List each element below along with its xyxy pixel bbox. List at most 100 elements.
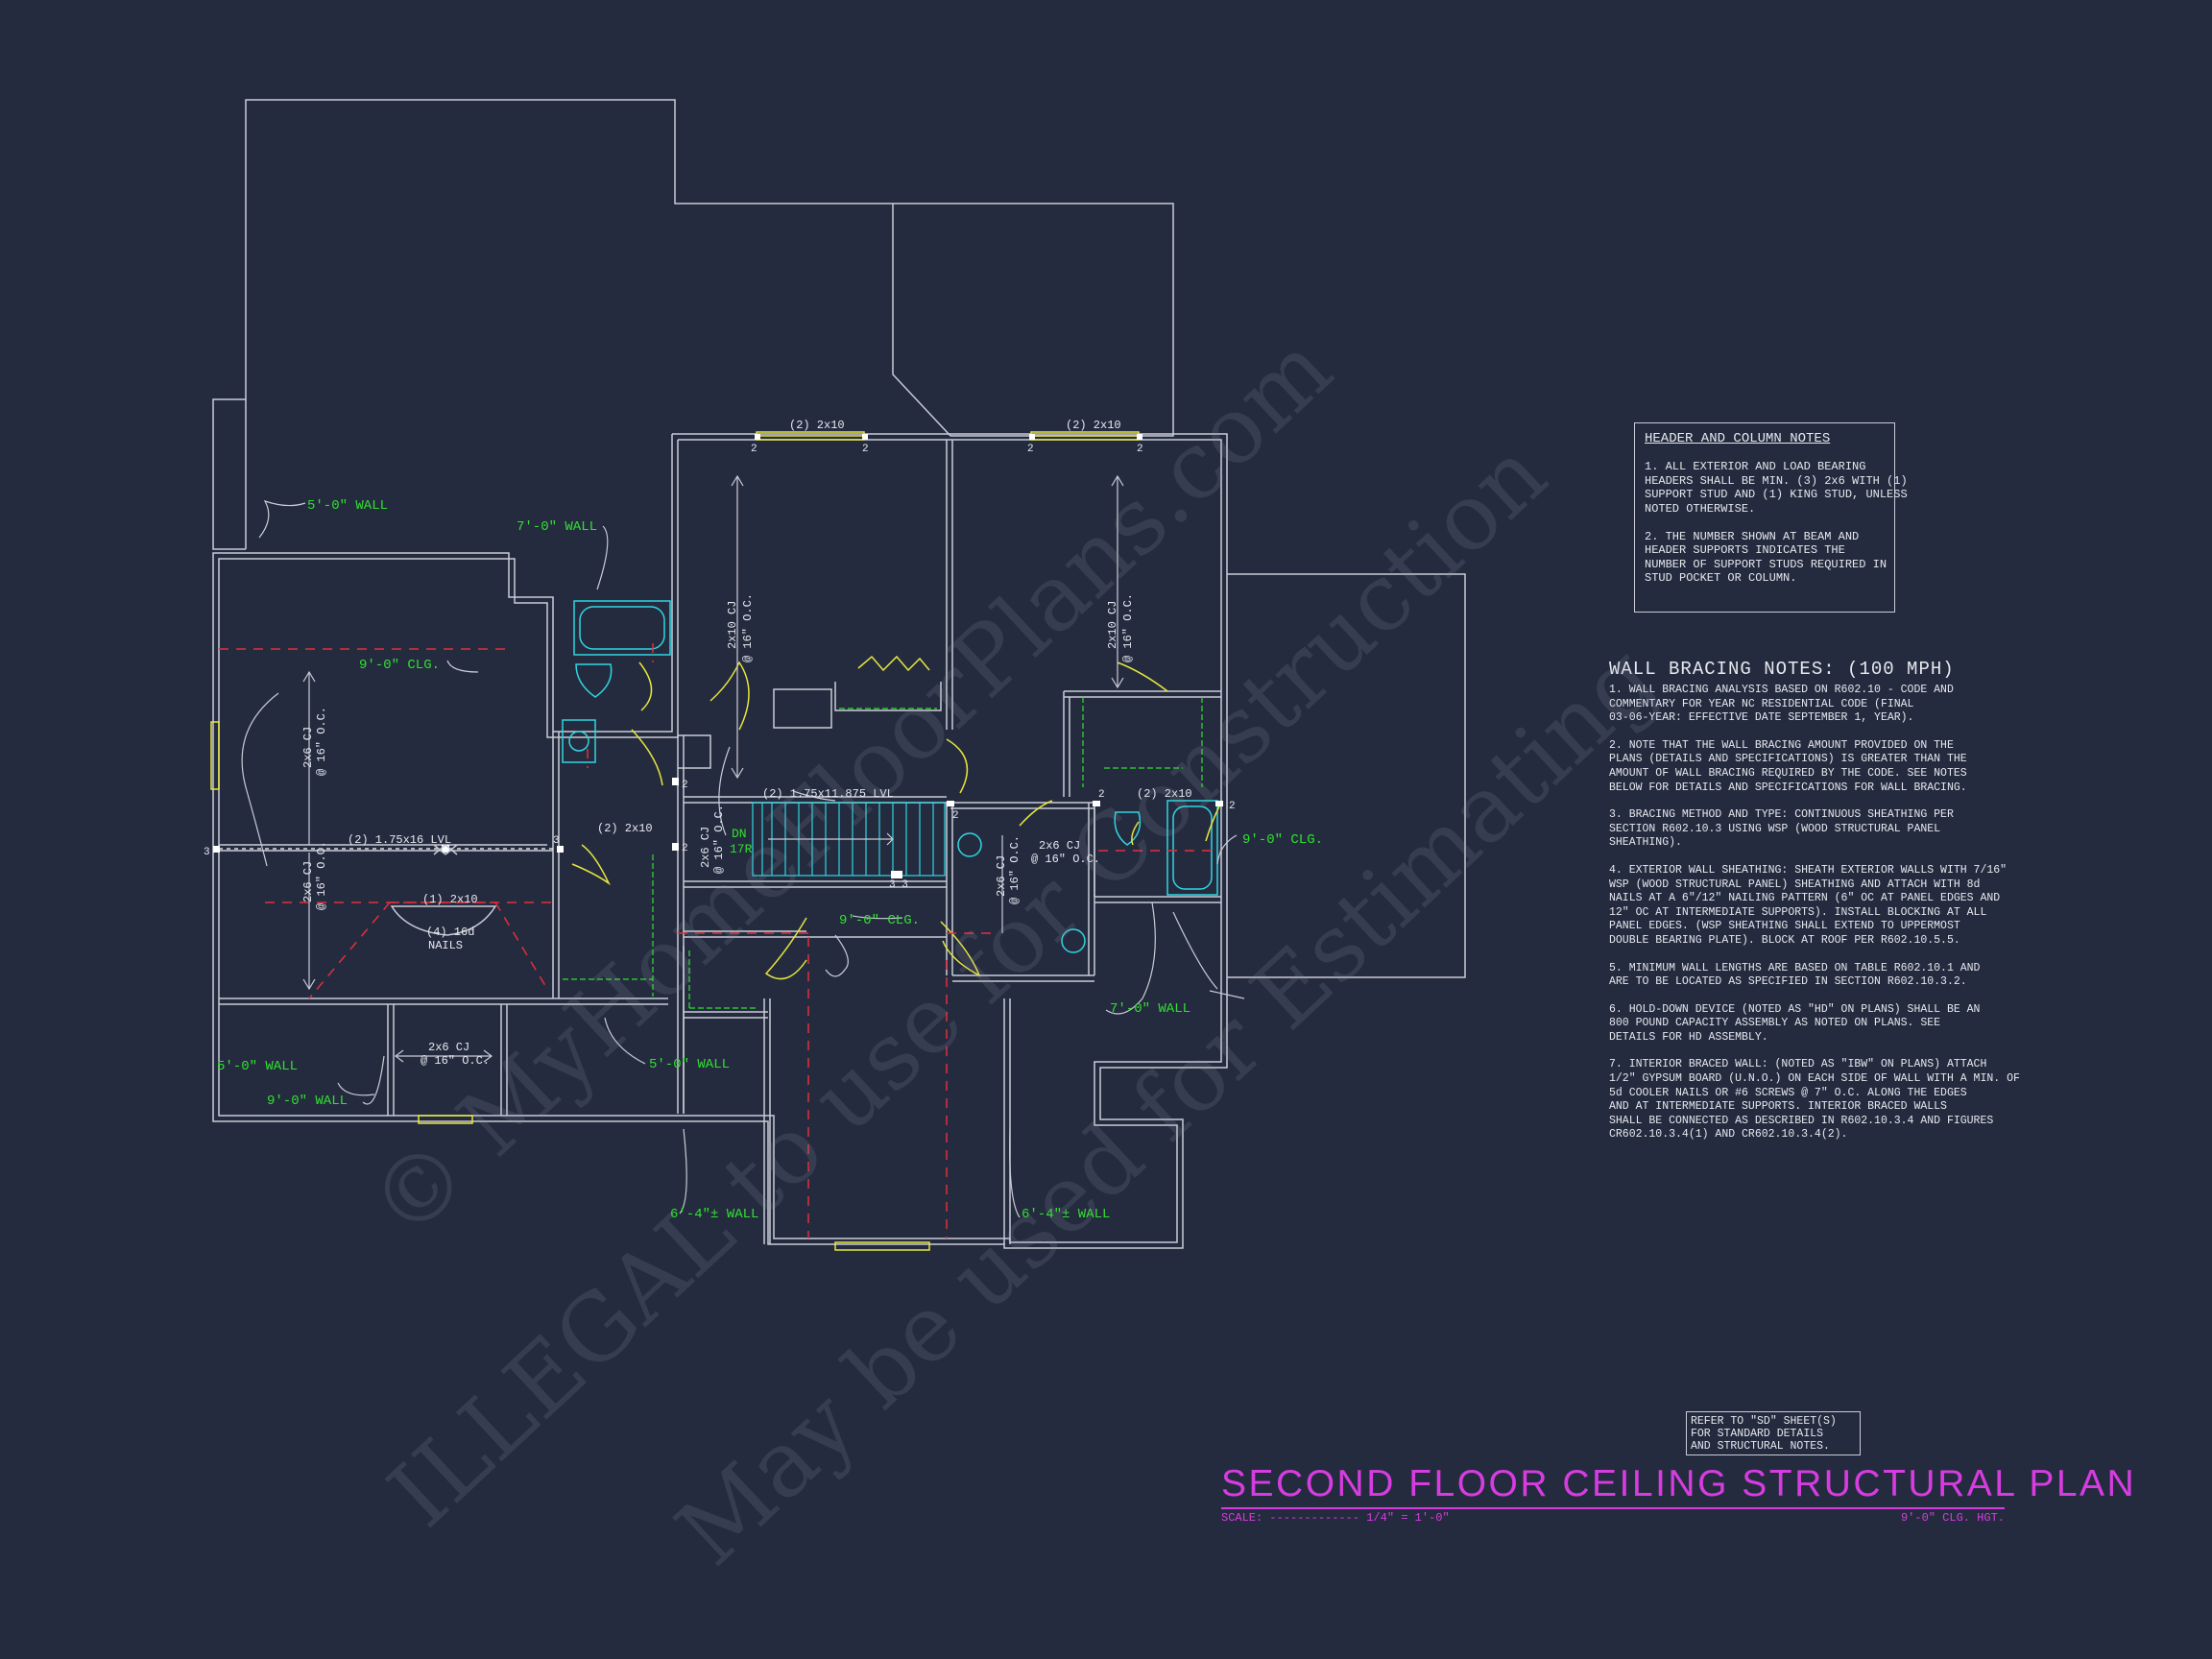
post-number: 2 — [862, 444, 869, 455]
label-stair-dn: DN — [732, 827, 747, 841]
label-header-c: (2) 2x10 — [597, 822, 653, 835]
label-cj-2x6-d2: @ 16" O.C. — [1008, 835, 1022, 904]
label-cj-2x6-c2: @ 16" O.C. — [712, 805, 726, 874]
label-wall-64-right: 6'-4"± WALL — [1022, 1207, 1110, 1222]
interior-walls — [219, 682, 1221, 1244]
bracing-line: CR602.10.3.4(1) AND CR602.10.3.4(2). — [1609, 1128, 1848, 1142]
label-wall-7-right: 7'-0" WALL — [1110, 1001, 1190, 1017]
refer-sd-note: REFER TO "SD" SHEET(S) FOR STANDARD DETA… — [1686, 1411, 1861, 1455]
bracing-line: SECTION R602.10.3 USING WSP (WOOD STRUCT… — [1609, 822, 1941, 835]
bracing-line: 3. BRACING METHOD AND TYPE: CONTINUOUS S… — [1609, 808, 1954, 822]
header-notes-line: SUPPORT STUD AND (1) KING STUD, UNLESS — [1645, 488, 1908, 501]
post-number: 2 — [682, 780, 688, 791]
label-cj-2x6-d: 2x6 CJ — [995, 855, 1008, 897]
bracing-line: BELOW FOR DETAILS AND SPECIFICATIONS FOR… — [1609, 781, 1967, 794]
label-wall-5-center-low: 5'-0" WALL — [649, 1057, 730, 1072]
title-block: SECOND FLOOR CEILING STRUCTURAL PLAN SCA… — [1221, 1463, 2134, 1525]
bracing-line: ARE TO BE LOCATED AS SPECIFIED IN SECTIO… — [1609, 975, 1967, 989]
bath-fixtures — [562, 600, 1218, 953]
title-subline: SCALE: ------------- 1/4" = 1'-0" 9'-0" … — [1221, 1511, 2005, 1525]
beam-symbol — [390, 844, 497, 936]
header-notes-line — [1645, 516, 1885, 530]
scale-label: SCALE: ------------- 1/4" = 1'-0" — [1221, 1511, 1450, 1525]
bracing-line: 1. WALL BRACING ANALYSIS BASED ON R602.1… — [1609, 684, 1954, 696]
bracing-line: DETAILS FOR HD ASSEMBLY. — [1609, 1030, 1768, 1044]
header-notes-line: 1. ALL EXTERIOR AND LOAD BEARING — [1645, 460, 1866, 473]
label-cj-2x6-e: 2x6 CJ — [1039, 839, 1080, 853]
label-nails: (4) 16d — [426, 926, 474, 939]
post-number: 3 3 — [889, 879, 908, 891]
post-number: 2 — [682, 843, 688, 854]
header-notes-title: HEADER AND COLUMN NOTES — [1645, 431, 1831, 446]
header-notes-line: HEADER SUPPORTS INDICATES THE — [1645, 543, 1845, 557]
post-number: 2 — [1098, 789, 1105, 801]
bracing-line: 12" OC AT INTERMEDIATE SUPPORTS). INSTAL… — [1609, 905, 1987, 919]
label-lvl-stair: (2) 1.75x11.875 LVL — [762, 787, 894, 801]
bracing-line: 4. EXTERIOR WALL SHEATHING: SHEATH EXTER… — [1609, 863, 2008, 877]
post-number: 2 — [1137, 444, 1143, 455]
label-nails-2: NAILS — [428, 939, 463, 952]
label-cj-2x10-b2: @ 16" O.C. — [1121, 593, 1135, 662]
label-stair-r: 17R — [730, 842, 753, 856]
ceiling-height-label: 9'-0" CLG. HGT. — [1900, 1511, 2005, 1525]
bracing-gap — [1609, 726, 2032, 739]
bracing-line: SHALL BE CONNECTED AS DESCRIBED IN R602.… — [1609, 1114, 1994, 1127]
label-wall-9-left-low: 9'-0" WALL — [267, 1094, 348, 1109]
label-cj-2x6-c: 2x6 CJ — [699, 827, 712, 868]
bracing-line: NAILS AT A 6"/12" NAILING PATTERN (6" OC… — [1609, 892, 2001, 905]
label-header-b: (2) 2x10 — [1066, 419, 1121, 432]
label-cj-2x6-f: 2x6 CJ — [428, 1041, 469, 1054]
bracing-gap — [1609, 990, 2032, 1003]
post-number: 2 — [1027, 444, 1034, 455]
header-column-notes: HEADER AND COLUMN NOTES 1. ALL EXTERIOR … — [1634, 422, 1908, 613]
bracing-line: SHEATHING). — [1609, 836, 1682, 850]
post-number: 2 — [751, 444, 757, 455]
post-number: 2 — [952, 810, 959, 822]
label-cj-2x6-b2: @ 16" O.C. — [315, 841, 328, 910]
label-wall-7-top: 7'-0" WALL — [517, 519, 597, 535]
label-header-d: (2) 2x10 — [1137, 787, 1192, 801]
label-clg-left: 9'-0" CLG. — [359, 658, 440, 673]
stair — [752, 802, 946, 877]
closet-shelves — [563, 697, 1203, 1009]
label-wall-5-top: 5'-0" WALL — [307, 498, 388, 514]
bracing-line: COMMENTARY FOR YEAR NC RESIDENTIAL CODE … — [1609, 697, 1914, 710]
header-notes-line: NUMBER OF SUPPORT STUDS REQUIRED IN — [1645, 557, 1887, 571]
header-notes-line: 2. THE NUMBER SHOWN AT BEAM AND — [1645, 529, 1860, 543]
post-number: 3 — [553, 835, 560, 847]
label-cj-2x6-e2: @ 16" O.C. — [1031, 853, 1100, 866]
label-cj-2x6-a2: @ 16" O.C. — [315, 707, 328, 776]
bracing-line: AND AT INTERMEDIATE SUPPORTS. INTERIOR B… — [1609, 1100, 1947, 1114]
bracing-line: PANEL EDGES. (WSP SHEATHING SHALL EXTEND… — [1609, 920, 1960, 933]
posts — [213, 434, 1223, 878]
post-number: 3 — [204, 847, 210, 858]
bracing-line: 5d COOLER NAILS OR #6 SCREWS @ 7" O.C. A… — [1609, 1086, 1967, 1099]
door-swings — [571, 655, 1220, 980]
label-cj-2x10-a2: @ 16" O.C. — [741, 593, 755, 662]
sheet-title: SECOND FLOOR CEILING STRUCTURAL PLAN — [1221, 1463, 2134, 1509]
bracing-line: 5. MINIMUM WALL LENGTHS ARE BASED ON TAB… — [1609, 961, 1981, 974]
bracing-line: 800 POUND CAPACITY ASSEMBLY AS NOTED ON … — [1609, 1017, 1941, 1030]
dimension-arrows — [219, 474, 1124, 1063]
label-clg-center: 9'-0" CLG. — [839, 913, 920, 928]
header-notes-line: STUD POCKET OR COLUMN. — [1645, 571, 1797, 585]
refer-line: FOR STANDARD DETAILS — [1691, 1428, 1824, 1440]
label-cj-2x6-b: 2x6 CJ — [301, 861, 315, 902]
bracing-line: 03-06-YEAR: EFFECTIVE DATE SEPTEMBER 1, … — [1609, 711, 1914, 725]
exterior-walls — [212, 433, 1228, 1249]
label-cj-2x10-b: 2x10 CJ — [1106, 601, 1119, 649]
bracing-gap — [1609, 795, 2032, 808]
refer-line: REFER TO "SD" SHEET(S) — [1691, 1415, 1837, 1428]
label-wall-5-left-low: 5'-0" WALL — [217, 1059, 298, 1074]
bracing-gap — [1609, 949, 2032, 962]
dashed-bearing-lines — [219, 643, 1221, 1238]
roof-outline — [212, 99, 1466, 978]
bracing-line: 2. NOTE THAT THE WALL BRACING AMOUNT PRO… — [1609, 738, 1954, 752]
bracing-line: AMOUNT OF WALL BRACING REQUIRED BY THE C… — [1609, 766, 1967, 780]
bracing-gap — [1609, 851, 2032, 864]
bracing-line: PLANS (DETAILS AND SPECIFICATIONS) IS GR… — [1609, 753, 1967, 766]
bracing-line: DOUBLE BEARING PLATE). BLOCK AT ROOF PER… — [1609, 933, 1960, 947]
bracing-line: 7. INTERIOR BRACED WALL: (NOTED AS "IBW"… — [1609, 1058, 1987, 1071]
label-header-1x10: (1) 2x10 — [422, 893, 478, 906]
